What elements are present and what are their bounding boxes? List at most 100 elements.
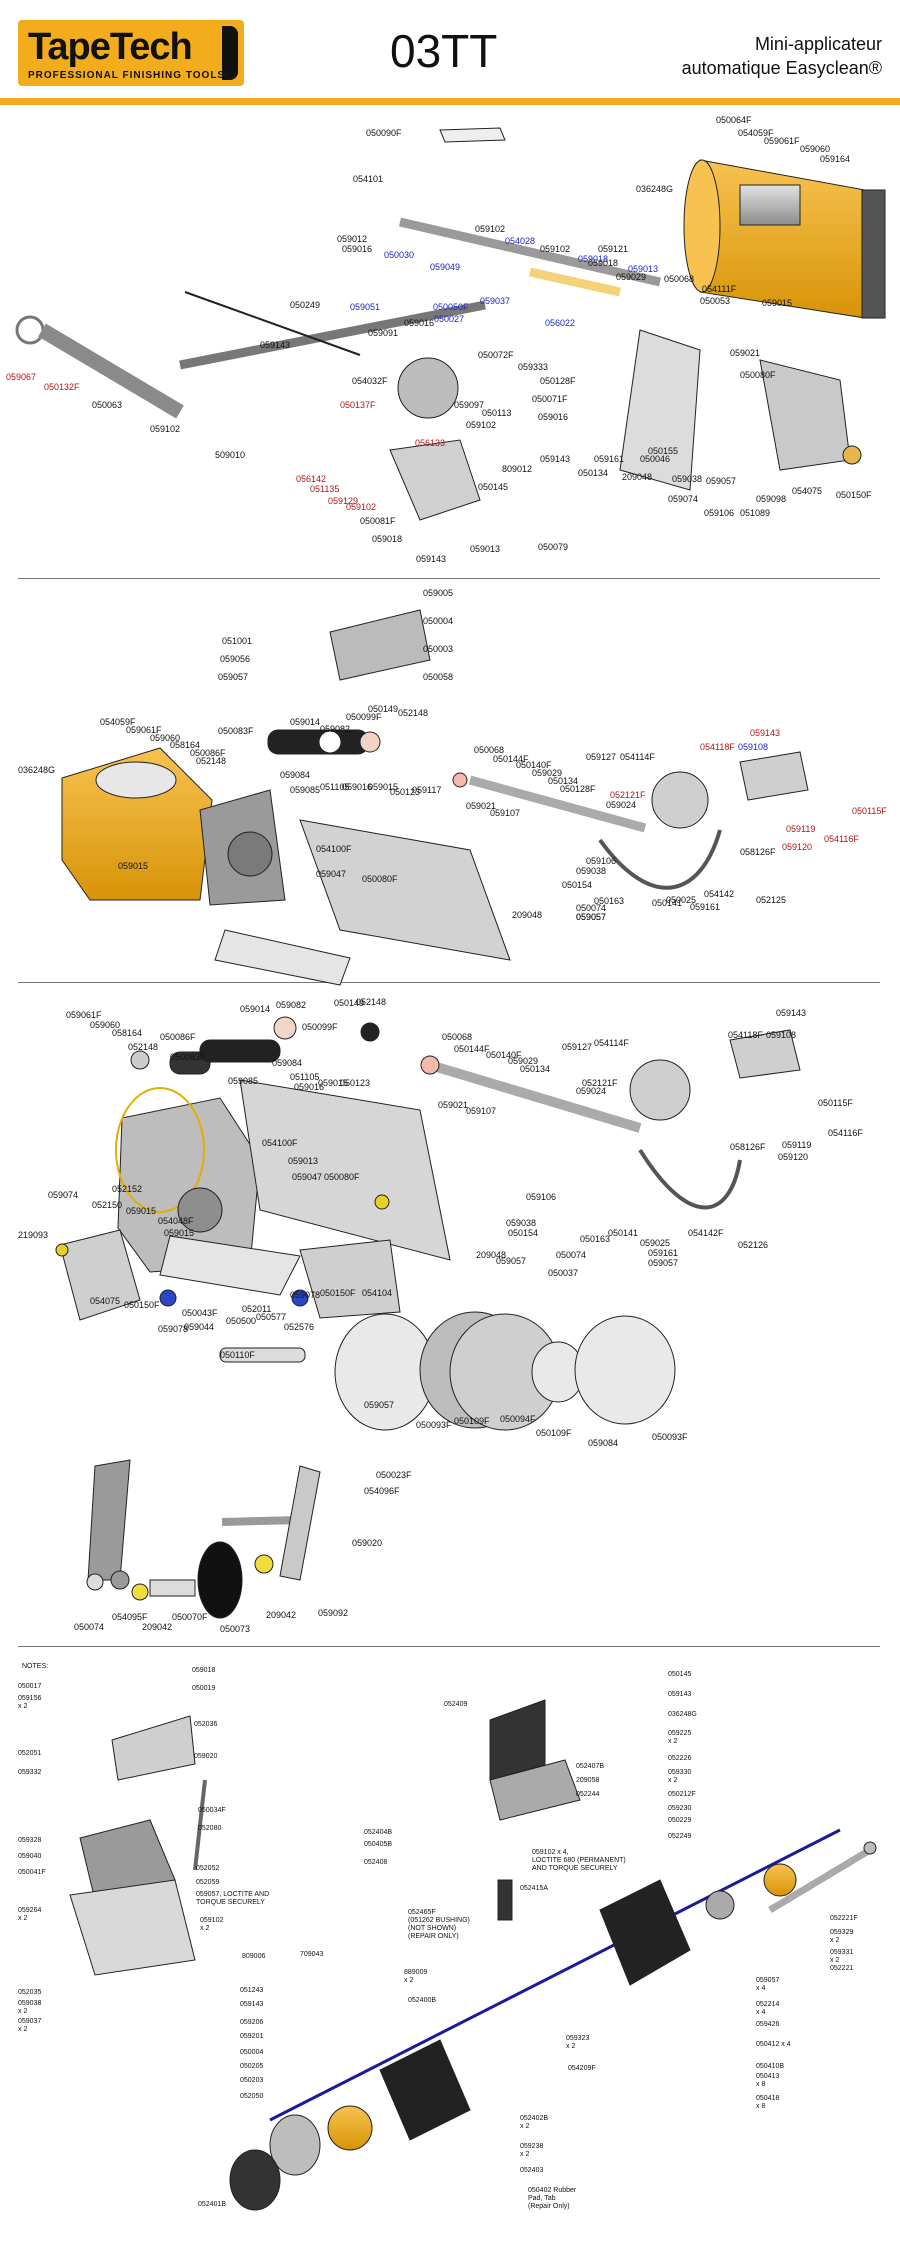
part-number-label: 052407B [576, 1763, 604, 1770]
part-number-label: AND TORQUE SECURELY [532, 1865, 618, 1872]
part-number-label: 052214 [756, 2001, 779, 2008]
part-number-label: 050053 [700, 296, 730, 306]
part-number-label: 059038 [18, 2000, 41, 2007]
part-number-label: 054095F [112, 1612, 148, 1622]
part-number-label: 059328 [18, 1837, 41, 1844]
part-number-label: 059012 [337, 234, 367, 244]
part-number-label: 050050F [433, 302, 469, 312]
part-number-label: x 2 [18, 2008, 27, 2015]
part-number-label: 059044 [184, 1322, 214, 1332]
part-number-label: 059021 [438, 1100, 468, 1110]
part-number-label: 059082 [320, 724, 350, 734]
part-number-label: 051105 [320, 782, 349, 792]
part-number-label: 059426 [756, 2021, 779, 2028]
part-number-label: 059107 [490, 808, 520, 818]
part-number-label: 050110F [220, 1350, 255, 1360]
part-number-label: 059057 [576, 912, 606, 922]
part-number-label: 059102 [475, 224, 505, 234]
part-number-label: 209042 [266, 1610, 296, 1620]
part-number-label: 050141 [608, 1228, 638, 1238]
part-number-label: 059018 [588, 258, 618, 268]
subtitle-line-1: Mini-applicateur [754, 34, 882, 54]
part-number-label: 059117 [412, 785, 441, 795]
part-number-label: 054059F [100, 717, 136, 727]
part-number-label: 059333 [518, 362, 548, 372]
part-number-label: 050154 [508, 1228, 538, 1238]
part-number-label: 059057, LOCTITE AND [196, 1891, 269, 1898]
part-number-label: 059129 [328, 496, 358, 506]
part-number-label: 059013 [628, 264, 658, 274]
part-number-label: 051135 [310, 484, 339, 494]
part-number-label: 050073 [220, 1624, 250, 1634]
part-number-label: 059106 [586, 856, 616, 866]
part-number-label: 050030 [384, 250, 414, 260]
part-number-label: 059329 [830, 1929, 853, 1936]
part-number-label: x 4 [756, 2009, 765, 2016]
part-number-label: LOCTITE 680 (PERMANENT) [532, 1857, 626, 1864]
part-number-label: 059078 [158, 1324, 188, 1334]
part-number-label: 059016 [404, 318, 434, 328]
part-number-label: 050150F [320, 1288, 356, 1298]
part-number-label: 059085 [290, 785, 320, 795]
part-number-label: 052576 [284, 1322, 314, 1332]
part-number-label: 050068 [664, 274, 694, 284]
part-number-label: 052226 [668, 1755, 691, 1762]
part-number-label: 052125 [756, 895, 786, 905]
part-number-label: 051001 [222, 636, 252, 646]
part-number-label: 050074 [576, 903, 606, 913]
part-number-label: 054209F [568, 2065, 596, 2072]
part-number-label: 050074 [556, 1250, 586, 1260]
part-number-label: 059091 [368, 328, 398, 338]
part-number-label: 050500 [226, 1316, 256, 1326]
part-number-label: 051089 [740, 508, 770, 518]
part-number-label: 056133 [415, 438, 445, 448]
part-number-label: 050123 [390, 787, 420, 797]
part-number-label: 059201 [240, 2033, 263, 2040]
part-number-label: 059020 [352, 1538, 382, 1548]
part-number-label: 050402 Rubber [528, 2187, 577, 2194]
part-number-label: 052052 [196, 1865, 219, 1872]
part-number-label: 059057 [364, 1400, 394, 1410]
part-number-label: 054114F [620, 752, 655, 762]
part-number-label: 052401B [198, 2201, 226, 2208]
part-number-label: 059330 [668, 1769, 691, 1776]
part-number-label: 059013 [470, 544, 500, 554]
part-number-label: 052148 [196, 756, 226, 766]
part-number-label: 052050 [240, 2093, 263, 2100]
part-number-label: 054104 [362, 1288, 392, 1298]
part-number-label: 050063 [92, 400, 122, 410]
full-exploded-drawing [55, 1016, 801, 1619]
part-number-label: 050229 [668, 1817, 691, 1824]
part-number-label: 054048F [158, 1216, 194, 1226]
part-number-label: 059061F [764, 136, 800, 146]
part-number-label: 059143 [240, 2001, 263, 2008]
accessory-assembly-drawing [69, 1699, 877, 2211]
part-number-label: 050074 [74, 1622, 104, 1632]
part-number-label: 051105 [290, 1072, 319, 1082]
part-number-label: x 2 [18, 2026, 27, 2033]
callout-labels: 050090F054101059012059016050030059102054… [6, 115, 887, 2210]
part-number-label: 056022 [545, 318, 575, 328]
drive-assembly-drawing [61, 609, 809, 986]
part-number-label: 050071F [532, 394, 568, 404]
part-number-label: 052415A [520, 1885, 548, 1892]
part-number-label: 052011 [242, 1304, 271, 1314]
part-number-label: 059021 [466, 801, 496, 811]
part-number-label: 059085 [228, 1076, 258, 1086]
part-number-label: 050004 [423, 616, 453, 626]
part-number-label: 059020 [194, 1753, 217, 1760]
part-number-label: 059021 [730, 348, 760, 358]
part-number-label: 059018 [578, 254, 608, 264]
part-number-label: 889009 [404, 1969, 427, 1976]
part-number-label: 052035 [18, 1989, 41, 1996]
subtitle-line-2: automatique Easyclean® [681, 58, 882, 78]
part-number-label: x 2 [668, 1738, 677, 1745]
part-number-label: 059102 [200, 1917, 223, 1924]
part-number-label: 058164 [112, 1028, 142, 1038]
part-number-label: 059225 [668, 1730, 691, 1737]
part-number-label: 059061F [126, 725, 162, 735]
part-number-label: 036248G [636, 184, 673, 194]
part-number-label: 059119 [782, 1140, 811, 1150]
part-number-label: 050134 [520, 1064, 550, 1074]
